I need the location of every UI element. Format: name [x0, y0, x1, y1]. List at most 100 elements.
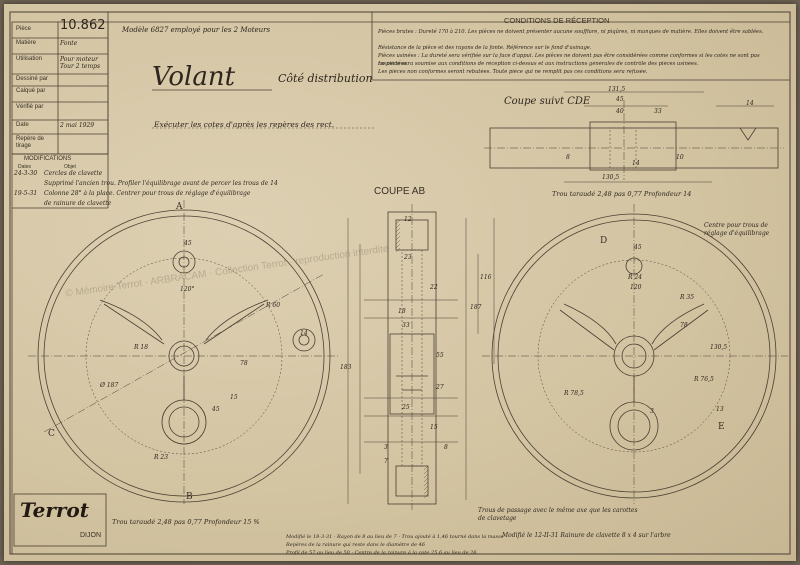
title-block-label: Repère de tirage — [16, 136, 45, 149]
view-label-c: C — [48, 429, 55, 439]
mod-text-1: Cercles de clavette — [44, 170, 103, 177]
dimension-label: 183 — [340, 364, 352, 371]
dimension-label: 45 — [616, 96, 624, 103]
dimension-label: 15 — [430, 424, 438, 431]
title-block-value: Pour moteur Tour 2 temps — [60, 56, 101, 70]
drawing-subtitle: Côté distribution — [278, 72, 373, 85]
dimension-label: 131,5 — [608, 86, 626, 93]
dimension-label: 8 — [566, 154, 570, 161]
dimension-label: 15 — [230, 394, 238, 401]
section-cde-hub — [589, 121, 677, 171]
section-ab-title: COUPE AB — [374, 186, 426, 197]
dimension-label: R 76,5 — [694, 376, 714, 383]
hatch — [395, 219, 401, 225]
sheet-border — [9, 11, 791, 555]
dimension-label: 33 — [654, 108, 662, 115]
left-view-spoke-edges — [99, 299, 269, 341]
mod-text-3: Colonne 28° à la place. Centrer pour tro… — [44, 190, 251, 197]
dimension-label: 3 — [650, 408, 654, 415]
section-ab-bore — [396, 375, 428, 391]
title-block-label: Pièce — [16, 26, 32, 32]
dimension-label: 116 — [480, 274, 492, 281]
dimension-label: 45 — [184, 240, 192, 247]
drawing-note: Exécuter les cotes d'après les repères d… — [154, 120, 335, 129]
hatch — [423, 477, 429, 483]
title-block-value: 2 mai 1929 — [60, 122, 95, 129]
dimension-label: 7 — [384, 458, 388, 465]
mod-text-4: de rainure de clavette — [44, 200, 112, 207]
title-block-label: Calqué par — [16, 88, 46, 94]
dimension-label: 12 — [404, 216, 412, 223]
dimension-label: 14 — [300, 330, 308, 337]
technical-drawing — [9, 11, 791, 555]
dimension-label: 78 — [240, 360, 248, 367]
dimension-label: 120 — [630, 284, 642, 291]
left-view-spokes — [103, 303, 265, 400]
dimension-label: R 23 — [154, 454, 169, 461]
conditions-title: CONDITIONS DE RÉCEPTION — [504, 16, 610, 25]
bottom-mod-2: Repères de la rainure qui reste dans le … — [286, 542, 425, 548]
dimension-label: 22 — [430, 284, 438, 291]
hatch — [395, 243, 401, 249]
conditions-line-4: La pièce sera soumise aux conditions de … — [378, 61, 699, 67]
mod-dates-label: Dates — [18, 164, 32, 170]
left-view-hole-right-inner — [298, 334, 310, 346]
brand-box — [13, 493, 107, 547]
dimension-label: R 60 — [266, 302, 281, 309]
dimension-label: 18 — [398, 308, 406, 315]
section-cde-chamfer — [739, 127, 757, 141]
rainure-note: Modifié le 12-II-31 Rainure de clavette … — [502, 532, 671, 539]
dimension-label: 33 — [402, 322, 410, 329]
dimension-label: 45 — [634, 244, 642, 251]
hatch — [395, 247, 401, 253]
title-block-label: Date — [16, 122, 29, 128]
hatch — [395, 235, 401, 241]
dimension-label: 25 — [402, 404, 410, 411]
hatch — [423, 465, 429, 471]
title-block-label: Vérifié par — [16, 104, 44, 110]
hatch — [423, 493, 429, 499]
dimension-label: 13 — [716, 406, 724, 413]
dimension-label: 78 — [680, 322, 688, 329]
conditions-line-1: Pièces brutes : Dureté 170 à 210. Les pi… — [378, 29, 764, 35]
view-label-a: A — [176, 202, 183, 212]
hatch — [423, 481, 429, 487]
drawing-title: Volant — [152, 62, 236, 92]
dimension-label: 14 — [632, 160, 640, 167]
dimension-label: R 78,5 — [564, 390, 584, 397]
mod-date-3: 19-5-31 — [14, 190, 38, 197]
conditions-line-5: Les pièces non conformes seront rebutées… — [378, 69, 648, 75]
trous-passage-note: Trous de passage avec le même axe que le… — [478, 507, 638, 522]
title-block-label: Dessiné par — [16, 76, 49, 82]
dimension-label: 23 — [404, 254, 412, 261]
view-label-e: E — [718, 422, 725, 432]
title-block-value: Fonte — [60, 40, 78, 47]
hatch — [395, 231, 401, 237]
right-view-spokes — [563, 303, 705, 402]
conditions-line-2: Résistance de la pièce et des rayons de … — [378, 45, 592, 51]
mod-text-2: Supprimé l'ancien trou. Profiler l'équil… — [44, 180, 278, 187]
title-block-value: 10.862 — [60, 18, 106, 33]
section-cde-bore — [609, 127, 637, 169]
dimension-label: 40 — [616, 108, 624, 115]
view-label-b: B — [186, 492, 193, 502]
dimension-label: Ø 187 — [100, 382, 119, 389]
trou-taraude-note-bottom: Trou taraudé 2,48 pas 0,77 Profondeur 15… — [112, 518, 260, 526]
dimension-label: 3 — [384, 444, 388, 451]
hatch — [395, 239, 401, 245]
mod-date-1: 24-3-30 — [14, 170, 38, 177]
header-note: Modèle 6827 employé pour les 2 Moteurs — [122, 26, 271, 34]
right-view-spoke-edges — [559, 309, 709, 351]
dimension-label: 45 — [212, 406, 220, 413]
centre-percage-note: Centre pour trous de réglage d'équilibra… — [704, 222, 770, 237]
title-block-label: Matière — [16, 40, 37, 46]
section-cde-title: Coupe suivt CDE — [504, 96, 591, 107]
hatch — [423, 469, 429, 475]
conditions-line-3: Pièces usinées : La dureté sera vérifiée… — [378, 53, 760, 67]
left-view-axis-diag — [43, 273, 325, 433]
title-block-label: Utilisation — [16, 56, 43, 62]
hatch — [423, 485, 429, 491]
brand-logo: Terrot — [20, 498, 89, 522]
dimension-label: 8 — [444, 444, 448, 451]
